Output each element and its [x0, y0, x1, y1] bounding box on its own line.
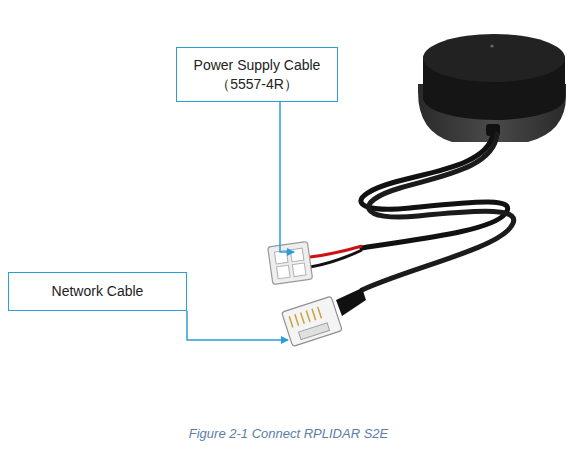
black-wire: [310, 250, 362, 267]
lidar-top: [423, 34, 565, 82]
molex-connector: [268, 241, 313, 284]
callout-box: Network Cable: [8, 272, 187, 311]
lidar-body-bottom: [423, 76, 565, 120]
callout-label: Power Supply Cable: [194, 56, 321, 75]
callout-box: Power Supply Cable（5557-4R）: [176, 47, 338, 102]
rj45-boot: [336, 288, 366, 316]
rj45-plug: [282, 296, 343, 346]
red-wire: [310, 246, 362, 257]
figure-caption: Figure 2-1 Connect RPLIDAR S2E: [0, 426, 577, 441]
leader-line: [280, 102, 294, 252]
callout-label: Network Cable: [52, 282, 144, 301]
leader-line: [187, 311, 288, 340]
lidar-dot: [490, 44, 493, 47]
cable: [362, 134, 514, 290]
cable: [361, 134, 508, 248]
part-number: （5557-4R）: [216, 75, 298, 94]
